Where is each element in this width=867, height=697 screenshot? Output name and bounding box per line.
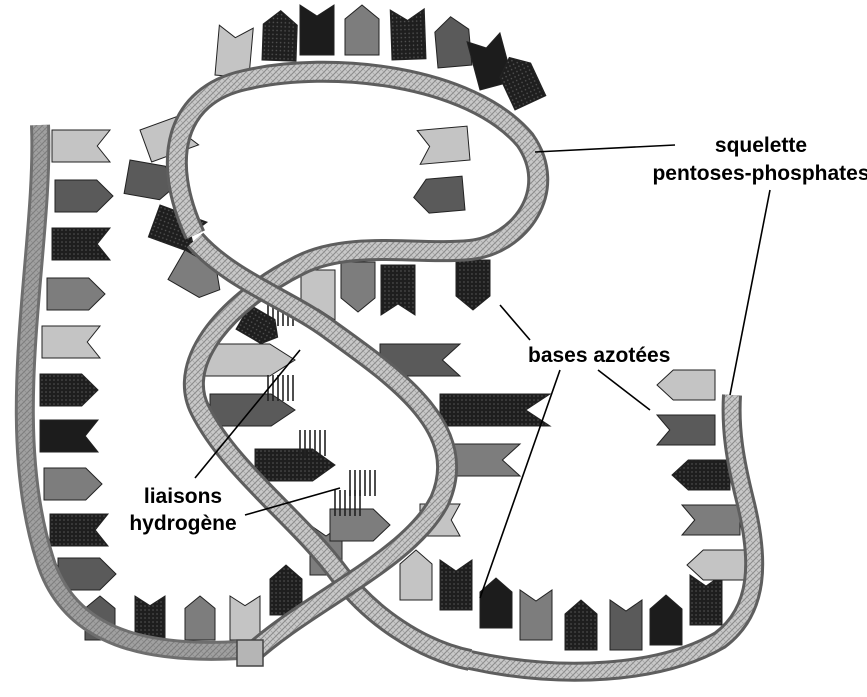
leader-bases-1 <box>500 305 530 340</box>
nitrogenous-base <box>650 595 682 645</box>
nitrogenous-base <box>390 9 426 60</box>
nitrogenous-base <box>255 449 335 481</box>
nitrogenous-base <box>520 590 552 640</box>
nitrogenous-base <box>682 505 740 535</box>
leader-backbone-2 <box>730 190 770 395</box>
leader-backbone-1 <box>535 145 675 152</box>
nitrogenous-base <box>690 575 722 625</box>
nitrogenous-base <box>610 600 642 650</box>
nitrogenous-base <box>434 15 472 68</box>
nitrogenous-base <box>440 394 550 426</box>
strand-end-square <box>237 640 263 666</box>
bases-left-strand <box>40 130 260 640</box>
nitrogenous-base <box>52 228 110 260</box>
nitrogenous-base <box>341 262 375 312</box>
nitrogenous-base <box>417 126 470 164</box>
nitrogenous-base <box>400 550 432 600</box>
nitrogenous-base <box>456 260 490 310</box>
nitrogenous-base <box>657 415 715 445</box>
nitrogenous-base <box>50 514 108 546</box>
nitrogenous-base <box>262 10 298 61</box>
nitrogenous-base <box>40 374 98 406</box>
label-hbonds-line2: hydrogène <box>129 512 236 535</box>
label-backbone-line2: pentoses-phosphates <box>652 162 867 185</box>
nitrogenous-base <box>44 468 102 500</box>
label-backbone-line1: squelette <box>715 134 807 157</box>
nitrogenous-base <box>440 560 472 610</box>
nitrogenous-base <box>412 176 465 214</box>
nitrogenous-base <box>55 180 113 212</box>
nitrogenous-base <box>205 344 295 376</box>
nitrogenous-base <box>657 370 715 400</box>
nitrogenous-base <box>687 550 745 580</box>
nitrogenous-base <box>42 326 100 358</box>
nitrogenous-base <box>381 265 415 315</box>
leader-bases-3 <box>598 370 650 410</box>
label-bases: bases azotées <box>528 344 670 367</box>
nitrogenous-base <box>52 130 110 162</box>
nitrogenous-base <box>47 278 105 310</box>
nitrogenous-base <box>672 460 730 490</box>
nitrogenous-base <box>345 5 379 55</box>
label-hbonds-line1: liaisons <box>144 485 222 508</box>
nitrogenous-base <box>230 596 260 640</box>
nitrogenous-base <box>185 596 215 640</box>
nitrogenous-base <box>40 420 98 452</box>
nitrogenous-base <box>300 5 334 55</box>
nitrogenous-base <box>565 600 597 650</box>
paired-bases-helix <box>205 305 550 541</box>
